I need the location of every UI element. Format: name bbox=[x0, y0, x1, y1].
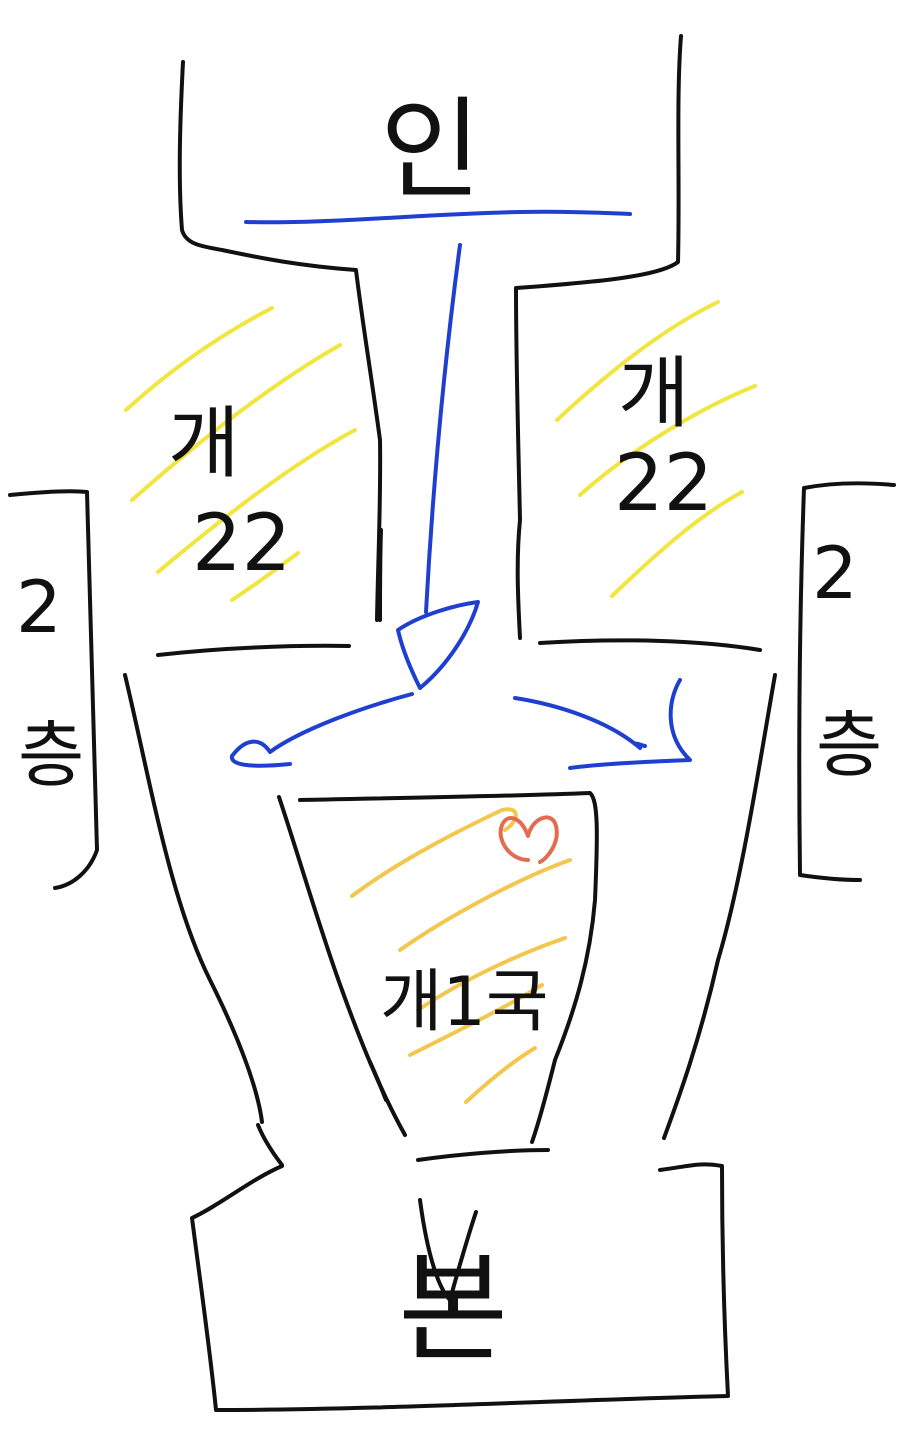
label-top: 인 bbox=[380, 86, 481, 214]
right-bracket bbox=[797, 481, 896, 882]
down-arrow-icon bbox=[396, 600, 480, 690]
left-arrow-icon bbox=[229, 692, 414, 768]
middle-chamber bbox=[123, 638, 777, 1167]
flow-arrows bbox=[229, 209, 692, 770]
label-right-bracket: 2 층 bbox=[812, 531, 882, 787]
label-bottom: 본 bbox=[398, 1240, 508, 1379]
inner-funnel bbox=[277, 791, 599, 1144]
label-left-upper: 개 22 bbox=[168, 399, 291, 589]
bottom-chamber bbox=[190, 1148, 730, 1412]
label-center: 개1국 bbox=[380, 963, 548, 1042]
highlight-funnel bbox=[350, 807, 572, 1104]
left-bracket bbox=[8, 489, 99, 890]
label-left-upper-line2: 22 bbox=[192, 499, 291, 589]
label-left-bracket-line1: 2 bbox=[16, 565, 62, 649]
label-left-bracket-line2: 층 bbox=[18, 713, 84, 797]
heart-icon bbox=[498, 815, 559, 864]
label-right-bracket-line1: 2 bbox=[812, 531, 858, 615]
label-right-upper-line2: 22 bbox=[614, 439, 713, 529]
right-arrow-icon bbox=[513, 696, 647, 750]
label-right-bracket-line2: 층 bbox=[816, 703, 882, 787]
highlight-right-upper bbox=[555, 300, 757, 598]
top-chamber bbox=[177, 34, 683, 640]
label-left-bracket: 2 층 bbox=[16, 565, 85, 797]
top-line bbox=[244, 209, 632, 225]
label-right-upper-line1: 개 bbox=[618, 349, 690, 439]
label-left-upper-line1: 개 bbox=[168, 399, 240, 489]
down-stem bbox=[424, 243, 462, 614]
highlight-left-upper bbox=[124, 306, 357, 602]
label-right-upper: 개 22 bbox=[614, 349, 715, 529]
